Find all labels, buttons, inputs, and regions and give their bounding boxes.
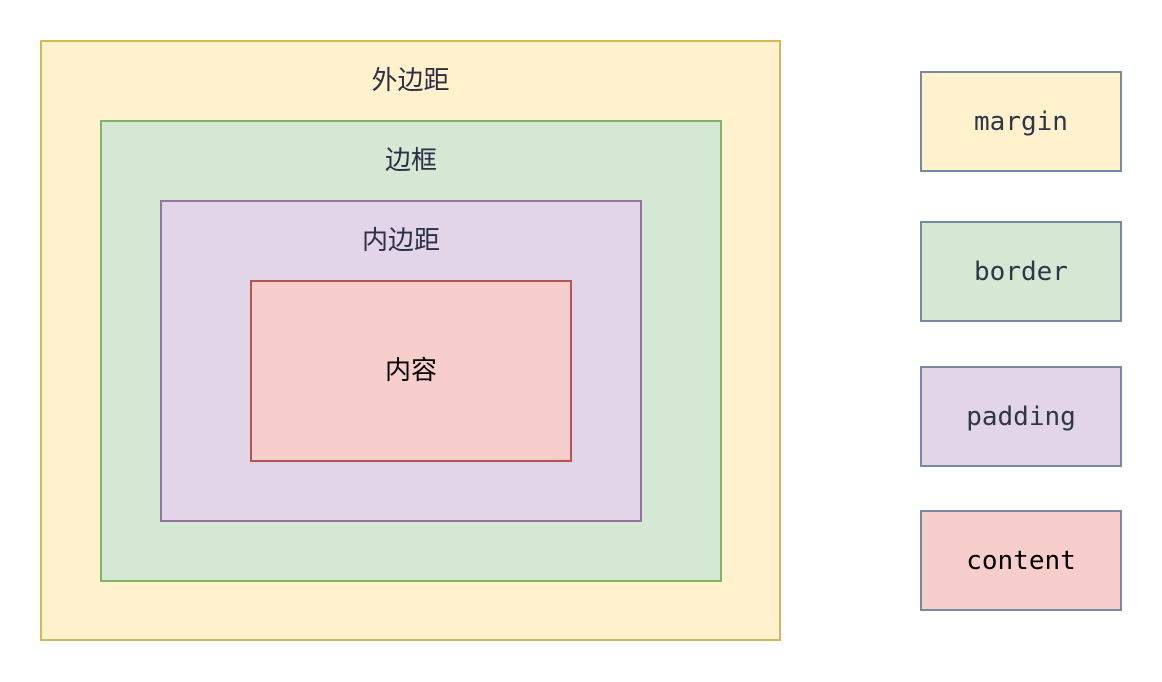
legend-label-margin: margin [974,106,1068,137]
legend-label-content: content [966,545,1076,576]
border-label: 边框 [384,146,437,176]
legend-item-border: border [920,221,1122,322]
content-label: 内容 [384,356,437,386]
legend-label-border: border [974,256,1068,287]
legend-item-margin: margin [920,71,1122,172]
margin-label: 外边距 [371,66,450,96]
legend-item-padding: padding [920,366,1122,467]
legend-label-padding: padding [966,401,1076,432]
padding-label: 内边距 [361,226,440,256]
legend-item-content: content [920,510,1122,611]
content-area: 内容 [250,280,572,462]
